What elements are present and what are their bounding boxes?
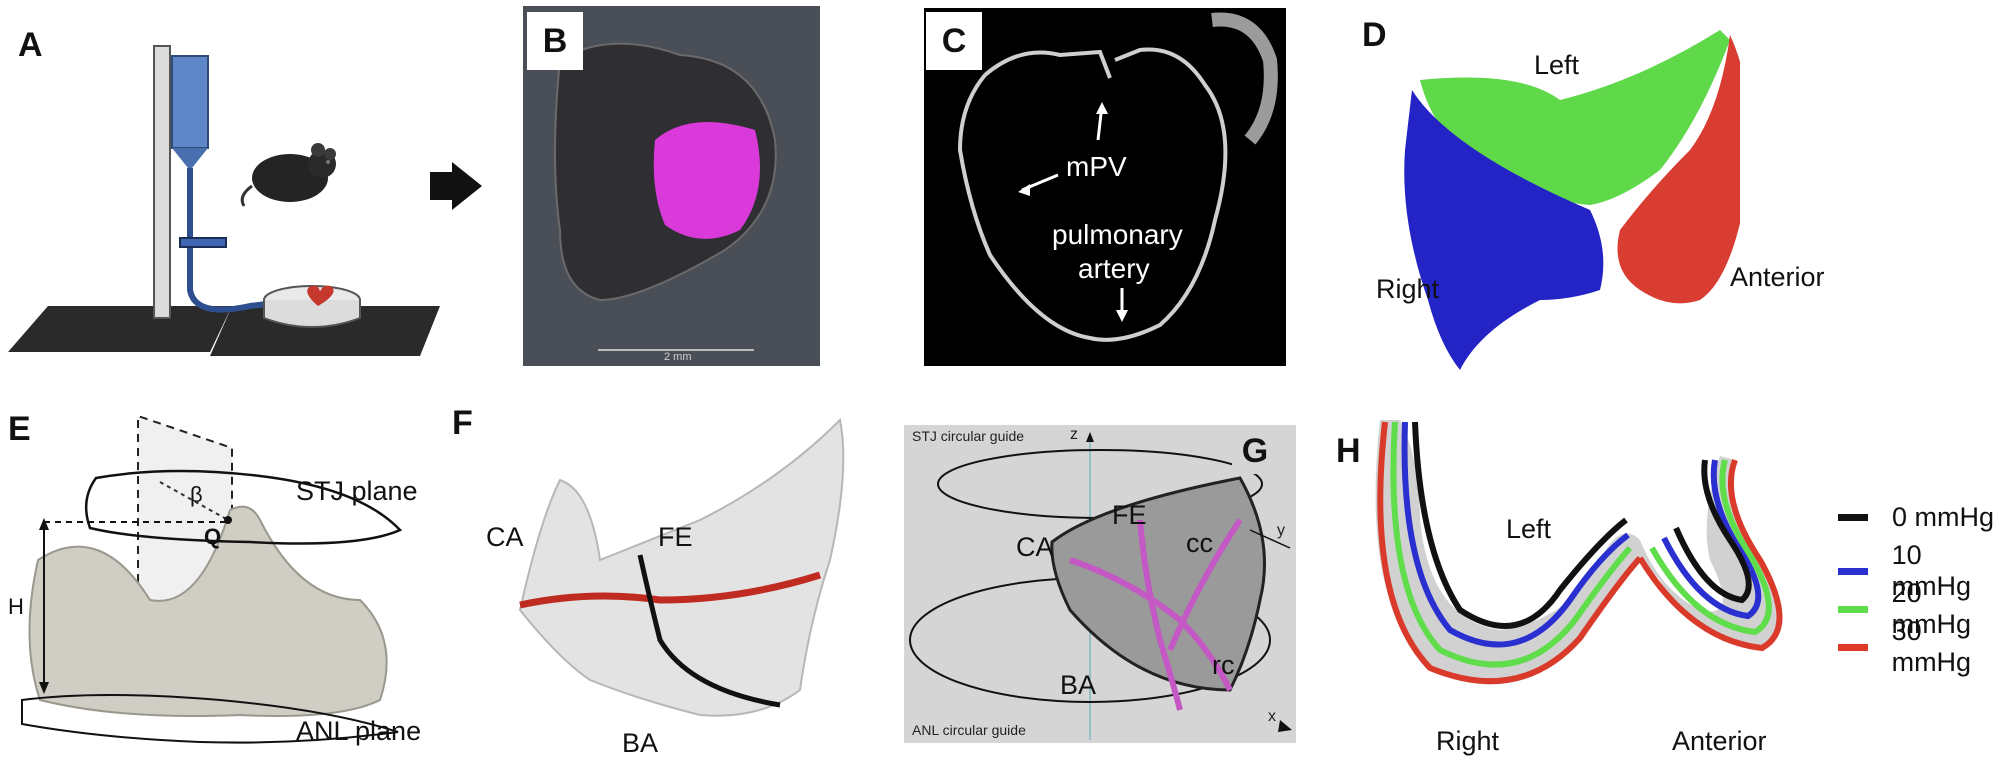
panel-letter-g: G: [1232, 428, 1278, 474]
scale-bar-label: 2 mm: [664, 351, 692, 363]
legend-item-1: 10 mmHg: [1838, 540, 2007, 602]
legend-swatch-1: [1838, 567, 1868, 575]
fe-label-g: FE: [1112, 500, 1147, 530]
leaflet-surface-render: [518, 417, 845, 717]
radial-path: [637, 554, 781, 708]
curve-0mmhg: [1412, 421, 1628, 629]
legend-item-3: 30 mmHg: [1838, 616, 2007, 678]
h-label: H: [8, 594, 24, 619]
anterior-leaflet: [1617, 35, 1740, 304]
mouse-icon: [240, 143, 336, 207]
pulmonary-label: pulmonary: [1052, 219, 1183, 250]
curve-30mmhg: [1377, 421, 1643, 685]
ca-label-g: CA: [1016, 532, 1054, 562]
stopcock: [179, 237, 227, 248]
geometry-planes-diagram: [21, 414, 403, 744]
perfusion-setup-illustration: [8, 45, 440, 356]
stj-plane-label: STJ plane: [296, 476, 418, 506]
legend-swatch-2: [1838, 605, 1868, 613]
right-label: Right: [1376, 274, 1440, 304]
ba-label-g: BA: [1060, 670, 1097, 700]
stand-pole: [153, 45, 171, 319]
perfusion-tube: [187, 168, 301, 313]
curve-20mmhg: [1390, 421, 1633, 668]
x-axis-label: x: [1268, 708, 1276, 725]
anl-plane-label: ANL plane: [296, 716, 422, 746]
ba-label: BA: [622, 728, 659, 758]
panel-letter-c: C: [926, 12, 982, 70]
panel-letter-a: A: [18, 26, 43, 64]
legend-label-0: 0 mmHg: [1892, 502, 1995, 532]
legend-label-1: 10 mmHg: [1891, 540, 1972, 601]
pressure-deformation-profiles: [1375, 420, 1783, 685]
beta-label: β: [190, 482, 203, 507]
artery-label: artery: [1078, 253, 1150, 284]
legend-item-2: 20 mmHg: [1838, 578, 2007, 640]
valve-leaflets-3d: [1404, 30, 1740, 370]
anl-guide-label: ANL circular guide: [912, 722, 1026, 738]
left-label: Left: [1534, 50, 1580, 80]
stj-guide-label: STJ circular guide: [912, 428, 1025, 444]
left-leaflet: [1420, 30, 1730, 205]
stand-base: [8, 306, 232, 352]
cc-path: [1069, 557, 1233, 692]
ct-slice-image: [924, 8, 1286, 366]
anterior-label-h: Anterior: [1672, 726, 1767, 756]
reservoir-funnel: [172, 148, 208, 168]
curve-10mmhg: [1401, 421, 1630, 648]
rc-path: [1167, 518, 1243, 652]
panel-letter-h: H: [1336, 432, 1361, 470]
y-axis-label: y: [1277, 522, 1285, 539]
arrow-right-icon: [430, 162, 482, 210]
panel-letter-d: D: [1362, 16, 1387, 54]
valve-highlight: [653, 122, 760, 239]
fe-label: FE: [658, 522, 693, 552]
legend-label-3: 30 mmHg: [1891, 616, 1972, 677]
circumferential-path: [519, 571, 822, 609]
q-label: Q: [204, 524, 222, 549]
cc-label: cc: [1186, 528, 1213, 558]
panel-letter-b: B: [527, 12, 583, 70]
anterior-label: Anterior: [1730, 262, 1825, 292]
legend-swatch-0: [1838, 514, 1868, 521]
rc-label: rc: [1212, 650, 1235, 680]
mpv-label: mPV: [1066, 151, 1127, 182]
panel-letter-e: E: [8, 410, 31, 448]
right-leaflet: [1404, 90, 1604, 370]
heart-icon: [307, 285, 334, 306]
right-label-h: Right: [1436, 726, 1500, 756]
legend-swatch-3: [1838, 643, 1868, 651]
left-label-h: Left: [1506, 514, 1552, 544]
panel-letter-f: F: [452, 404, 473, 442]
geometric-model-render: [904, 425, 1296, 743]
legend-item-0: 0 mmHg: [1838, 502, 1994, 533]
z-axis-label: z: [1070, 426, 1078, 443]
ca-label: CA: [486, 522, 524, 552]
legend-label-2: 20 mmHg: [1891, 578, 1972, 639]
